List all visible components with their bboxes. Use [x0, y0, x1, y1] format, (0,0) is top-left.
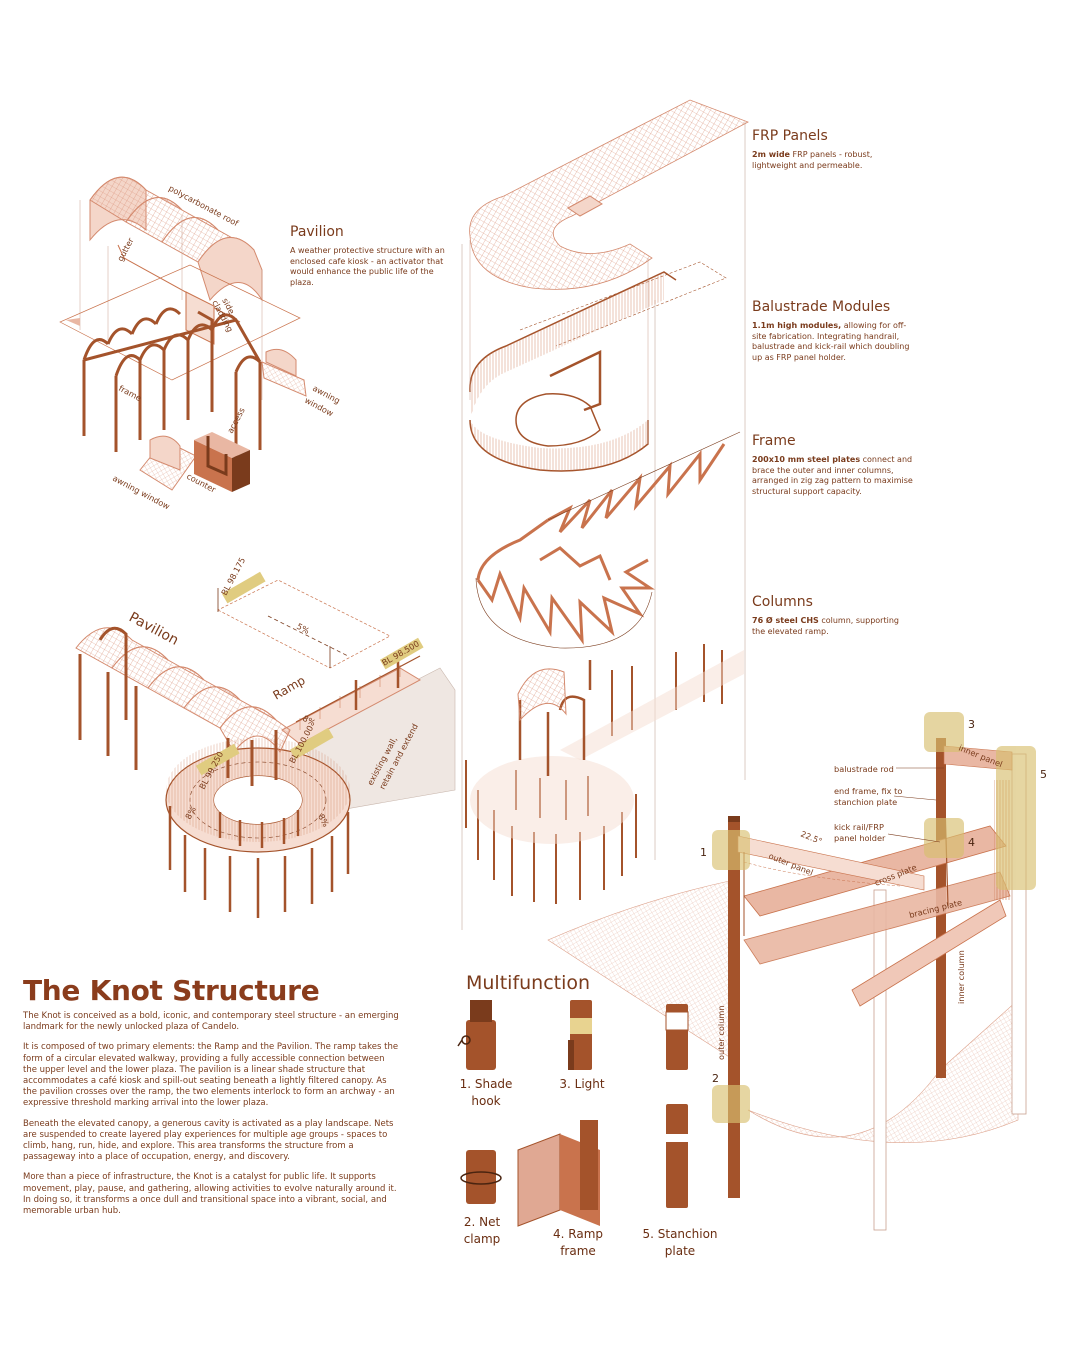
callout-end-frame: end frame, fix to: [834, 786, 902, 796]
callout-balustrade-rod: balustrade rod: [834, 764, 894, 774]
label-gutter: gutter: [115, 235, 136, 263]
part-inner-panel: inner panel: [957, 743, 1004, 770]
slope-3: 8%: [183, 805, 198, 821]
level-4: BL 100.00: [287, 724, 315, 765]
paragraph-2: It is composed of two primary elements: …: [23, 1042, 399, 1109]
component-balustrade: Balustrade Modules 1.1m high modules, al…: [752, 299, 912, 363]
caption-net-clamp: 2. Net clamp: [444, 1214, 520, 1248]
pavilion-description: Pavilion A weather protective structure …: [290, 224, 450, 288]
caption-shade-hook: 1. Shade hook: [448, 1076, 524, 1110]
level-2: BL 98.500: [380, 638, 421, 667]
marker-4: 4: [968, 836, 975, 849]
label-pavilion-assembly: Pavilion: [126, 609, 181, 648]
slope-1: 5%: [295, 621, 311, 636]
part-outer-column: outer column: [716, 1005, 726, 1060]
marker-3: 3: [968, 718, 975, 731]
label-access: access: [225, 406, 247, 435]
pavilion-text: A weather protective structure with an e…: [290, 246, 445, 287]
frp-bold: 2m wide: [752, 150, 790, 159]
pavilion-ramp-assembly: [75, 571, 456, 918]
part-cross-plate: cross plate: [873, 862, 918, 888]
slope-4: 8%: [316, 812, 331, 828]
pavilion-heading: Pavilion: [290, 224, 344, 240]
part-bracing-plate: bracing plate: [908, 897, 963, 920]
caption-line: 4. Ramp: [553, 1227, 603, 1241]
component-frp: FRP Panels 2m wide FRP panels - robust, …: [752, 128, 912, 171]
label-ramp: Ramp: [271, 673, 308, 702]
main-description: The Knot Structure The Knot is conceived…: [23, 974, 401, 1226]
frp-heading: FRP Panels: [752, 128, 828, 144]
level-3: BL 99.250: [197, 750, 225, 791]
balustrade-heading: Balustrade Modules: [752, 299, 891, 315]
slope-2: 8%: [301, 713, 317, 728]
callout-panel-holder: panel holder: [834, 833, 886, 843]
columns-heading: Columns: [752, 594, 813, 610]
connection-detail: [547, 712, 1036, 1231]
caption-line: hook: [471, 1094, 501, 1108]
pavilion-exploded-axo: [59, 176, 307, 492]
balustrade-text: allowing for off-site fabrication. Integ…: [752, 321, 910, 362]
label-roof: polycarbonate roof: [167, 183, 241, 229]
paragraph-1: The Knot is conceived as a bold, iconic,…: [23, 1011, 399, 1033]
caption-line: 5. Stanchion: [642, 1227, 718, 1241]
part-outer-panel: outer panel: [767, 851, 814, 878]
label-frame: frame: [117, 383, 143, 403]
frame-text: connect and brace the outer and inner co…: [752, 455, 913, 496]
marker-5: 5: [1040, 768, 1047, 781]
component-columns: Columns 76 Ø steel CHS column, supportin…: [752, 594, 912, 637]
paragraph-4: More than a piece of infrastructure, the…: [23, 1172, 397, 1217]
part-inner-column: inner column: [956, 950, 966, 1004]
angle-label: 22.5°: [799, 829, 823, 847]
callout-stanchion-plate: stanchion plate: [834, 797, 897, 807]
callout-kick-rail: kick rail/FRP: [834, 822, 884, 832]
exploded-ramp-stack: [461, 99, 749, 930]
marker-2: 2: [712, 1072, 719, 1085]
caption-line: clamp: [463, 1232, 501, 1246]
paragraph-3: Beneath the elevated canopy, a generous …: [23, 1118, 394, 1163]
caption-line: 3. Light: [559, 1077, 605, 1091]
caption-light: 3. Light: [544, 1076, 620, 1093]
frame-bold: 200x10 mm steel plates: [752, 455, 861, 464]
caption-line: 1. Shade: [459, 1077, 513, 1091]
caption-line: 2. Net: [463, 1215, 501, 1229]
component-frame: Frame 200x10 mm steel plates connect and…: [752, 433, 914, 497]
caption-stanchion-plate: 5. Stanchion plate: [636, 1226, 724, 1260]
balustrade-bold: 1.1m high modules,: [752, 321, 842, 330]
multifunction-title: Multifunction: [466, 972, 591, 994]
caption-ramp-frame: 4. Ramp frame: [540, 1226, 616, 1260]
columns-text: column, supporting the elevated ramp.: [752, 616, 899, 636]
marker-1: 1: [700, 846, 707, 859]
label-awning-window: awning window: [111, 473, 172, 512]
caption-line: frame: [560, 1244, 596, 1258]
frame-heading: Frame: [752, 433, 796, 449]
label-counter: counter: [185, 471, 218, 495]
frp-text: FRP panels - robust, lightweight and per…: [752, 150, 873, 170]
page-title: The Knot Structure: [23, 974, 320, 1007]
level-1: BL 98.175: [219, 556, 247, 597]
caption-line: plate: [664, 1244, 696, 1258]
multifunction-icons: [457, 1000, 689, 1227]
columns-bold: 76 Ø steel CHS: [752, 616, 819, 625]
